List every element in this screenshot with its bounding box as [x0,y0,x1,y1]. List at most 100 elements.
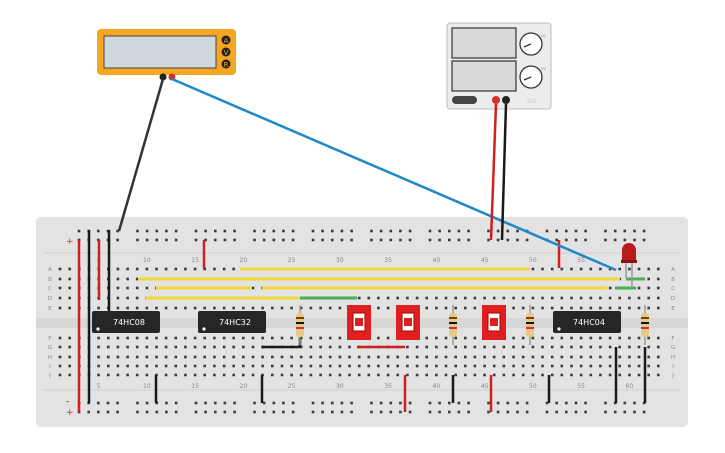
breadboard-hole[interactable] [194,410,198,414]
breadboard-hole[interactable] [487,401,490,405]
current-knob[interactable] [519,32,543,56]
breadboard-hole[interactable] [406,373,409,377]
breadboard-hole[interactable] [194,229,198,233]
breadboard-hole[interactable] [174,410,178,414]
breadboard-hole[interactable] [262,238,266,242]
breadboard-hole[interactable] [642,229,646,233]
breadboard-hole[interactable] [319,306,322,310]
breadboard-hole[interactable] [174,267,178,271]
breadboard-hole[interactable] [350,410,353,414]
breadboard-hole[interactable] [174,355,178,359]
breadboard-hole[interactable] [647,306,650,310]
breadboard-hole[interactable] [464,364,467,368]
breadboard-hole[interactable] [637,345,641,349]
breadboard-hole[interactable] [550,267,554,271]
breadboard-hole[interactable] [448,410,451,414]
breadboard-hole[interactable] [647,373,650,377]
breadboard-hole[interactable] [628,355,631,359]
breadboard-hole[interactable] [97,364,100,368]
breadboard-hole[interactable] [425,355,428,359]
breadboard-hole[interactable] [290,306,293,310]
breadboard-hole[interactable] [261,336,264,340]
breadboard-hole[interactable] [164,373,168,377]
breadboard-hole[interactable] [222,364,226,368]
breadboard-hole[interactable] [467,229,470,233]
psu-positive-terminal[interactable] [492,96,500,104]
breadboard-hole[interactable] [628,267,631,271]
breadboard-hole[interactable] [584,229,587,233]
breadboard-hole[interactable] [194,238,198,242]
breadboard-hole[interactable] [145,355,149,359]
breadboard-hole[interactable] [608,296,612,300]
breadboard-hole[interactable] [506,410,510,414]
breadboard-hole[interactable] [68,364,71,368]
breadboard-hole[interactable] [253,410,256,414]
resistor-2[interactable] [449,305,457,345]
dip-switch-3[interactable] [482,305,506,340]
breadboard-hole[interactable] [473,355,477,359]
breadboard-hole[interactable] [204,410,207,414]
breadboard-hole[interactable] [406,355,409,359]
breadboard-hole[interactable] [222,373,226,377]
breadboard-hole[interactable] [232,336,235,340]
breadboard-hole[interactable] [126,277,129,281]
breadboard-hole[interactable] [457,238,461,242]
breadboard-hole[interactable] [309,364,313,368]
breadboard-hole[interactable] [155,267,158,271]
breadboard-hole[interactable] [448,238,451,242]
breadboard-hole[interactable] [454,355,457,359]
breadboard-hole[interactable] [145,401,149,405]
breadboard-hole[interactable] [516,238,519,242]
breadboard-hole[interactable] [550,364,554,368]
breadboard-hole[interactable] [408,410,412,414]
breadboard-hole[interactable] [309,336,313,340]
breadboard-hole[interactable] [521,373,525,377]
breadboard-hole[interactable] [203,364,206,368]
breadboard-hole[interactable] [282,410,285,414]
breadboard-hole[interactable] [272,229,276,233]
breadboard-hole[interactable] [467,238,470,242]
breadboard-hole[interactable] [68,296,71,300]
breadboard-hole[interactable] [145,286,149,290]
breadboard-hole[interactable] [637,296,641,300]
breadboard-hole[interactable] [438,229,441,233]
breadboard-hole[interactable] [541,267,544,271]
breadboard-hole[interactable] [58,355,62,359]
breadboard-hole[interactable] [145,364,149,368]
breadboard-hole[interactable] [68,355,71,359]
breadboard-hole[interactable] [628,306,631,310]
breadboard-hole[interactable] [454,345,457,349]
breadboard-hole[interactable] [203,345,206,349]
breadboard-hole[interactable] [328,336,332,340]
breadboard-hole[interactable] [291,410,295,414]
breadboard-hole[interactable] [521,306,525,310]
breadboard-hole[interactable] [599,296,602,300]
rail-wires[interactable] [77,230,111,412]
breadboard-hole[interactable] [637,286,641,290]
breadboard-hole[interactable] [560,345,564,349]
breadboard-hole[interactable] [492,296,496,300]
breadboard-hole[interactable] [560,355,564,359]
breadboard-hole[interactable] [657,336,660,340]
breadboard-hole[interactable] [608,345,612,349]
breadboard-hole[interactable] [550,306,554,310]
breadboard-hole[interactable] [338,373,342,377]
breadboard-hole[interactable] [262,229,266,233]
breadboard-hole[interactable] [290,364,293,368]
breadboard-hole[interactable] [135,355,139,359]
breadboard-hole[interactable] [589,306,593,310]
breadboard-hole[interactable] [444,364,448,368]
breadboard-hole[interactable] [399,410,402,414]
breadboard-hole[interactable] [560,296,564,300]
breadboard-hole[interactable] [233,401,236,405]
breadboard-hole[interactable] [386,296,390,300]
breadboard-hole[interactable] [145,373,149,377]
breadboard-hole[interactable] [487,410,490,414]
breadboard-hole[interactable] [309,306,313,310]
breadboard-hole[interactable] [136,401,139,405]
breadboard-hole[interactable] [58,306,62,310]
breadboard-hole[interactable] [242,345,245,349]
breadboard-hole[interactable] [389,229,393,233]
breadboard-hole[interactable] [457,410,461,414]
breadboard-hole[interactable] [204,238,207,242]
